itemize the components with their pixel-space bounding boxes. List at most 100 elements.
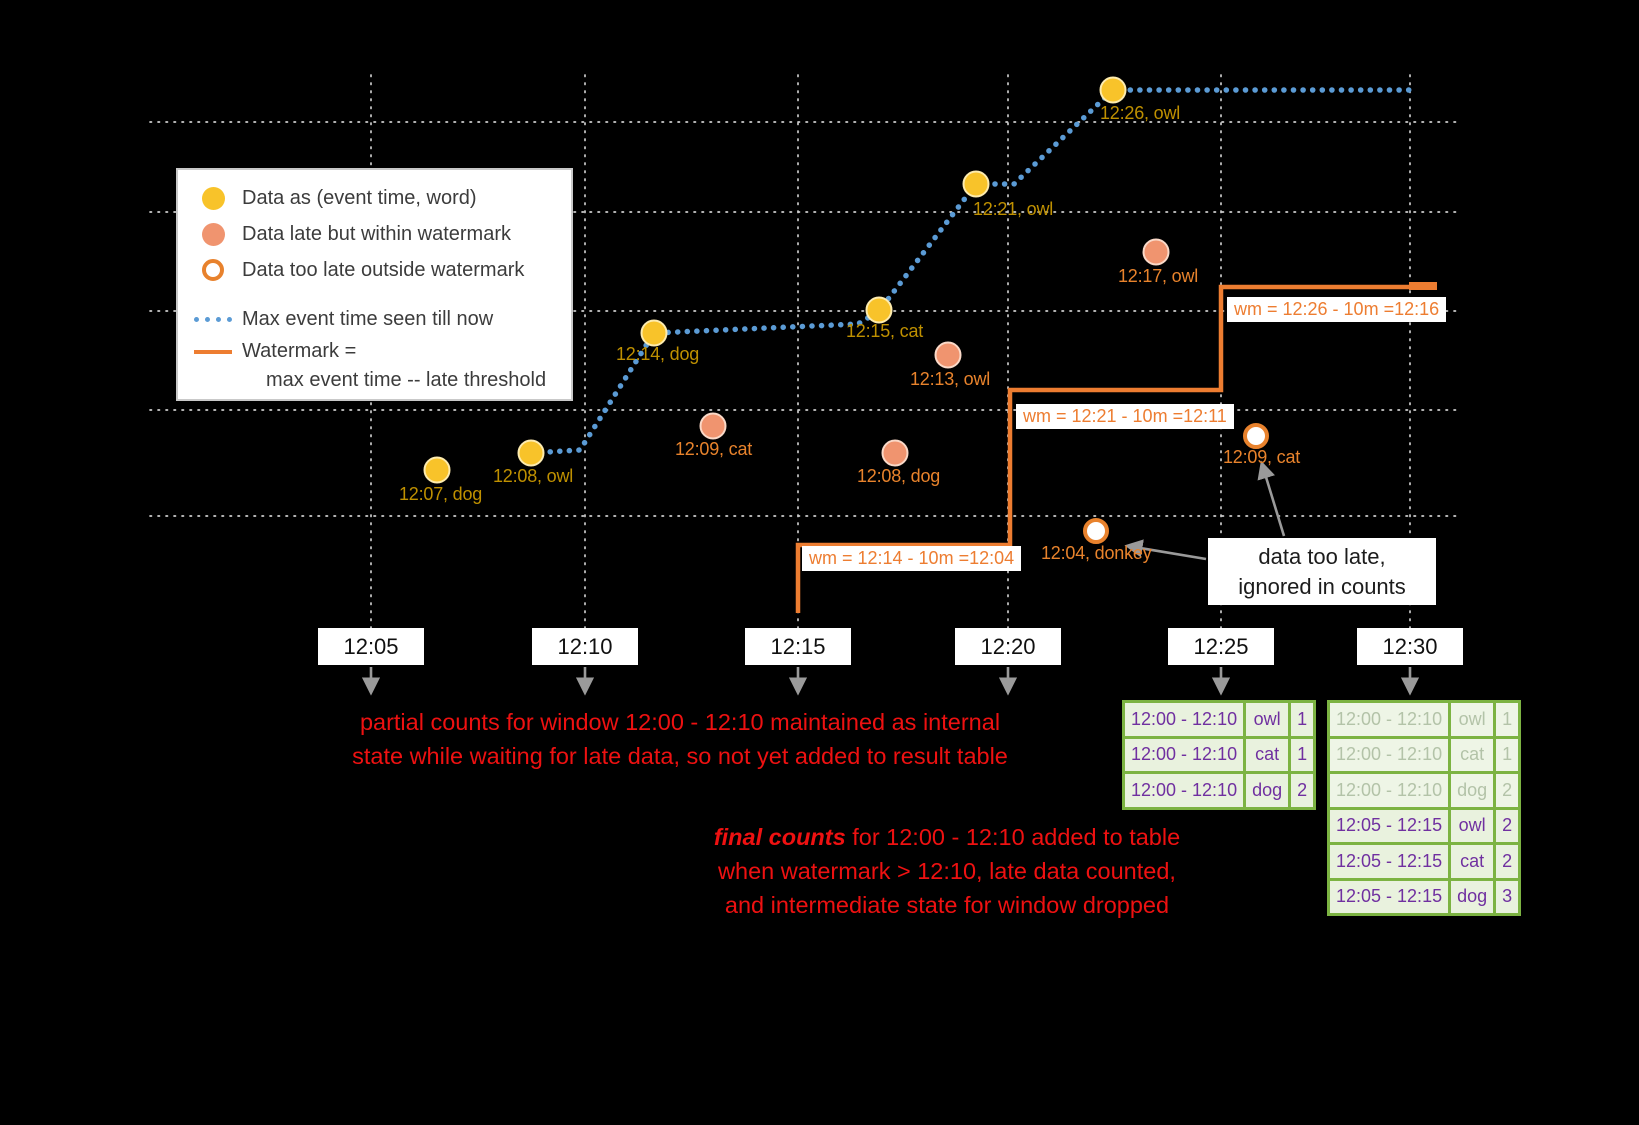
legend-label: Data as (event time, word) [242, 186, 477, 209]
too-late-point-label: 12:04, donkey [1041, 543, 1152, 563]
too-late-point-icon [192, 259, 234, 281]
count-cell: 2 [1493, 806, 1522, 845]
word-cell: owl [1448, 700, 1497, 739]
word-cell: cat [1448, 735, 1497, 774]
count-cell: 1 [1493, 735, 1522, 774]
time-label-12-05: 12:05 [318, 628, 424, 665]
table-row: 12:00 - 12:10 owl 1 [1121, 700, 1317, 739]
watermark-line [795, 284, 1437, 613]
legend-label: Watermark = [242, 340, 357, 362]
count-cell: 1 [1493, 700, 1522, 739]
window-cell: 12:05 - 12:15 [1326, 877, 1452, 916]
late-point-icon [192, 222, 234, 246]
late-point-label: 12:09, cat [675, 439, 753, 459]
result-table-12-25: 12:00 - 12:10 owl 1 12:00 - 12:10 cat 1 … [1121, 700, 1317, 810]
on-time-point-label: 12:15, cat [846, 321, 924, 341]
table-row: 12:05 - 12:15 owl 2 [1326, 806, 1522, 845]
annotation-emphasis: final counts [713, 824, 846, 850]
legend-item-too-late: Data too late outside watermark [192, 252, 559, 288]
word-cell: dog [1243, 771, 1292, 810]
on-time-point-label: 12:14, dog [616, 344, 700, 364]
late-point [934, 341, 962, 369]
time-label-12-15: 12:15 [745, 628, 851, 665]
count-cell: 2 [1493, 771, 1522, 810]
on-time-point-label: 12:21, owl [973, 199, 1054, 219]
time-label-12-20: 12:20 [955, 628, 1061, 665]
table-row: 12:00 - 12:10 cat 1 [1121, 735, 1317, 774]
late-point-label: 12:13, owl [910, 369, 991, 389]
too-late-point [1243, 423, 1269, 449]
on-time-point [962, 170, 990, 198]
too-late-point-label: 12:09, cat [1223, 447, 1301, 467]
time-label-12-10: 12:10 [532, 628, 638, 665]
late-point [1142, 238, 1170, 266]
window-cell: 12:00 - 12:10 [1326, 735, 1452, 774]
annotation-line: when watermark > 12:10, late data counte… [718, 858, 1176, 884]
count-cell: 2 [1288, 771, 1317, 810]
annotation-text: for 12:00 - 12:10 added to table [845, 824, 1181, 850]
window-cell: 12:00 - 12:10 [1121, 700, 1247, 739]
word-cell: cat [1243, 735, 1292, 774]
on-time-point [640, 319, 668, 347]
legend-label: max event time -- late threshold [266, 369, 547, 391]
late-point [881, 439, 909, 467]
table-row: 12:05 - 12:15 dog 3 [1326, 877, 1522, 916]
on-time-point-label: 12:08, owl [493, 466, 574, 486]
too-late-point [1083, 518, 1109, 544]
on-time-point [1099, 76, 1127, 104]
time-label-12-30: 12:30 [1357, 628, 1463, 665]
late-point-label: 12:17, owl [1118, 266, 1199, 286]
note-line: data too late, [1258, 543, 1386, 569]
time-label-12-25: 12:25 [1168, 628, 1274, 665]
word-cell: cat [1448, 842, 1497, 881]
window-cell: 12:00 - 12:10 [1326, 700, 1452, 739]
legend-label: Data late but within watermark [242, 222, 512, 245]
on-time-point [865, 296, 893, 324]
on-time-point [517, 439, 545, 467]
time-axis-arrows [361, 667, 1420, 696]
legend: Data as (event time, word) Data late but… [176, 168, 573, 401]
on-time-point-icon [192, 186, 234, 210]
word-cell: owl [1243, 700, 1292, 739]
table-row-faded: 12:00 - 12:10 owl 1 [1326, 700, 1522, 739]
count-cell: 1 [1288, 735, 1317, 774]
partial-counts-annotation: partial counts for window 12:00 - 12:10 … [275, 705, 1085, 773]
note-line: ignored in counts [1238, 573, 1406, 599]
table-row: 12:05 - 12:15 cat 2 [1326, 842, 1522, 881]
on-time-point [423, 456, 451, 484]
word-cell: owl [1448, 806, 1497, 845]
watermark-step-label: wm = 12:14 - 10m =12:04 [802, 546, 1022, 571]
annotation-line: state while waiting for late data, so no… [352, 743, 1008, 769]
watermark-step-label: wm = 12:21 - 10m =12:11 [1016, 404, 1234, 429]
note-arrow-to-late-cat [1257, 460, 1286, 537]
final-counts-annotation: final counts for 12:00 - 12:10 added to … [697, 820, 1197, 922]
window-cell: 12:05 - 12:15 [1326, 806, 1452, 845]
count-cell: 2 [1493, 842, 1522, 881]
legend-label: Max event time seen till now [242, 307, 494, 330]
legend-item-max-event-time: Max event time seen till now [192, 301, 559, 337]
window-cell: 12:00 - 12:10 [1121, 771, 1247, 810]
window-cell: 12:00 - 12:10 [1326, 771, 1452, 810]
count-cell: 3 [1493, 877, 1522, 916]
legend-item-late: Data late but within watermark [192, 216, 559, 252]
legend-item-watermark-cont: max event time -- late threshold [192, 366, 559, 395]
annotation-line: and intermediate state for window droppe… [724, 892, 1170, 918]
solid-line-icon [192, 349, 234, 354]
word-cell: dog [1448, 771, 1497, 810]
table-row: 12:00 - 12:10 dog 2 [1121, 771, 1317, 810]
late-point-label: 12:08, dog [857, 466, 941, 486]
annotation-line: final counts for 12:00 - 12:10 added to … [697, 820, 1197, 854]
on-time-point-label: 12:07, dog [399, 484, 483, 504]
grid-lines [149, 74, 1463, 629]
legend-item-watermark: Watermark = [192, 337, 559, 366]
late-point [699, 412, 727, 440]
result-table-12-30: 12:00 - 12:10 owl 1 12:00 - 12:10 cat 1 … [1326, 700, 1522, 916]
count-cell: 1 [1288, 700, 1317, 739]
legend-item-on-time: Data as (event time, word) [192, 180, 559, 216]
note-arrow-to-donkey [1124, 539, 1207, 561]
window-cell: 12:00 - 12:10 [1121, 735, 1247, 774]
dotted-line-icon [192, 316, 234, 322]
too-late-note: data too late, ignored in counts [1208, 538, 1436, 605]
